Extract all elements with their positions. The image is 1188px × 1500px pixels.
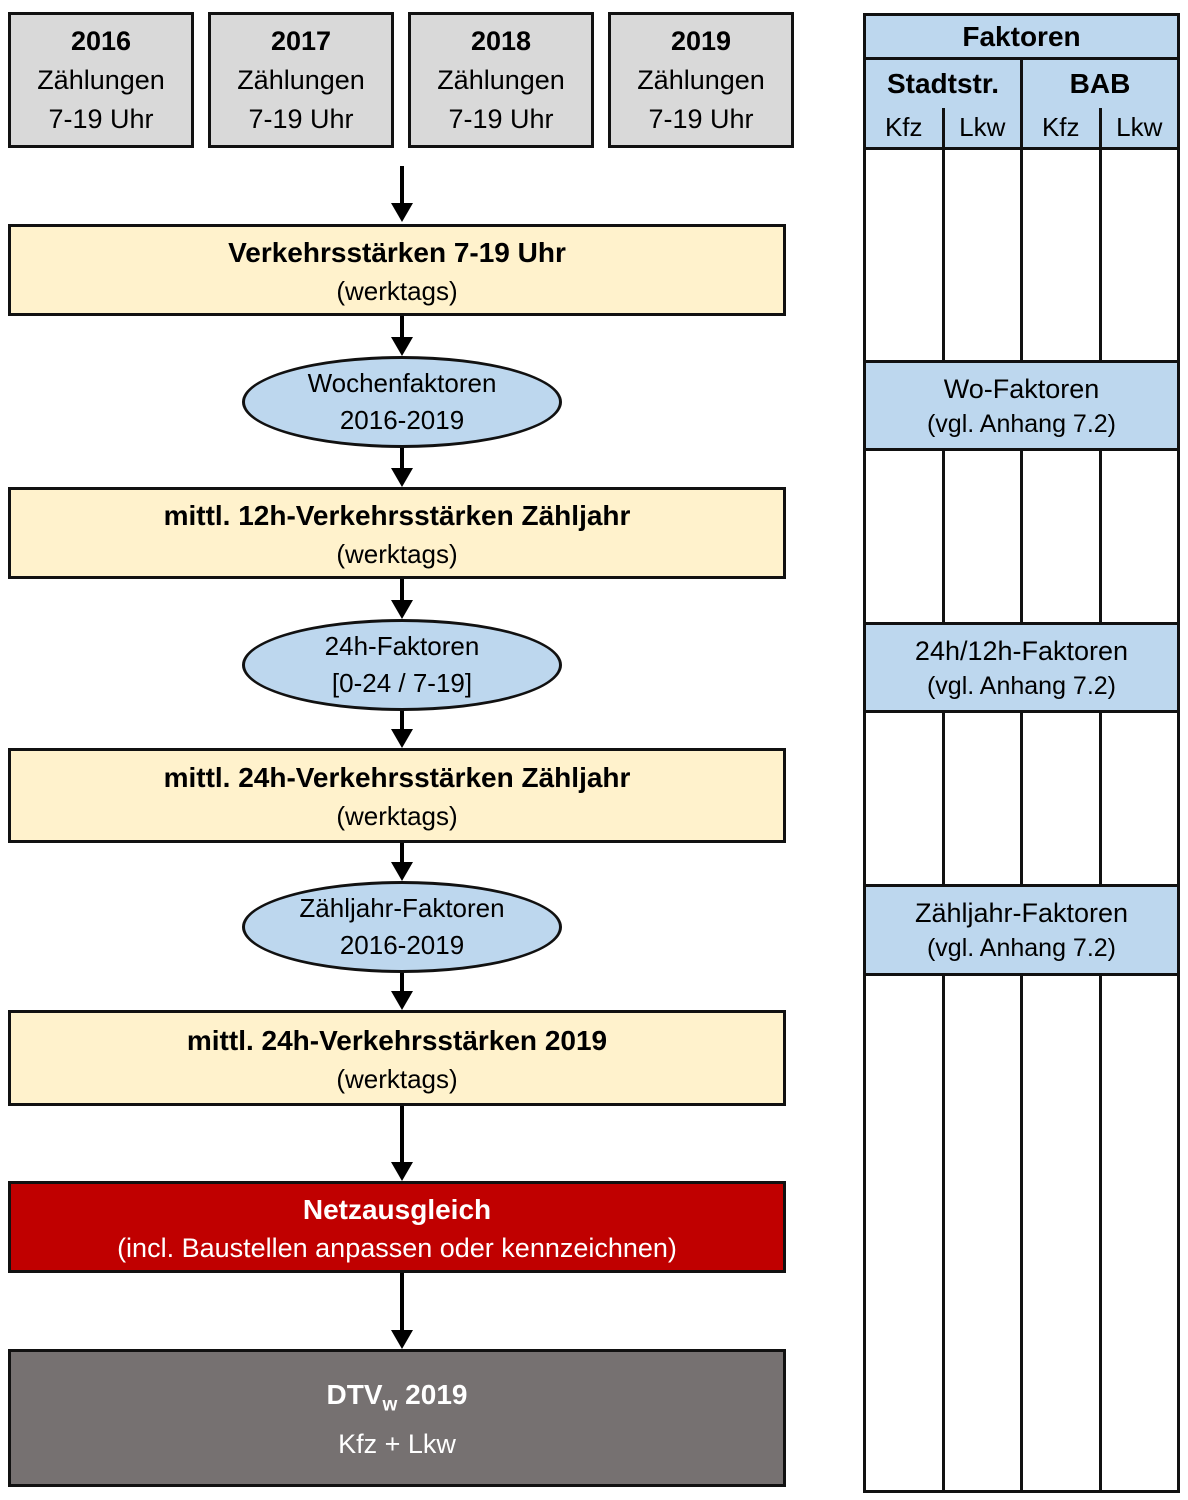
ellipse-line2: 2016-2019 [339,405,465,435]
down-arrow-icon [391,1273,413,1349]
table-group-header-row: Stadtstr. BAB [866,60,1177,108]
process-box-12h-verkehrsstaerken: mittl. 12h-Verkehrsstärken Zähljahr (wer… [8,487,786,579]
table-empty-cell [1102,713,1178,884]
adjust-title: Netzausgleich [302,1193,492,1225]
table-empty-cell [945,976,1023,1490]
process-box-24h-verkehrsstaerken-2019: mittl. 24h-Verkehrsstärken 2019 (werktag… [8,1010,786,1106]
group-header-bab: BAB [1069,68,1131,99]
table-empty-row [866,150,1177,360]
down-arrow-icon [391,843,413,881]
table-empty-cell [1023,150,1102,360]
table-empty-row [866,713,1177,884]
result-year: 2019 [405,1379,468,1411]
table-empty-cell [866,150,945,360]
down-arrow-icon [391,973,413,1010]
factor-ellipse-24h-faktoren: 24h-Faktoren [0-24 / 7-19] [242,619,562,711]
process-box-verkehrsstaerken-7-19: Verkehrsstärken 7-19 Uhr (werktags) [8,224,786,316]
process-subtitle: (werktags) [336,801,458,831]
table-empty-row [866,976,1177,1490]
source-line: Zählungen [237,64,365,95]
source-box-2016: 2016 Zählungen 7-19 Uhr [8,12,194,148]
source-line: 7-19 Uhr [648,103,754,134]
source-box-2017: 2017 Zählungen 7-19 Uhr [208,12,394,148]
factor-row-line1: 24h/12h-Faktoren [914,635,1129,666]
column-header-stadtstr-lkw: Lkw [945,108,1023,147]
source-box-2018: 2018 Zählungen 7-19 Uhr [408,12,594,148]
table-empty-cell [866,976,945,1490]
down-arrow-icon [391,578,413,619]
result-subtitle: Kfz + Lkw [338,1428,456,1459]
factor-row-line2: (vgl. Anhang 7.2) [926,671,1116,700]
source-year: 2016 [70,25,132,56]
table-empty-cell [1023,713,1102,884]
adjust-subtitle: (incl. Baustellen anpassen oder kennzeic… [117,1232,677,1263]
source-line: Zählungen [637,64,765,95]
table-empty-cell [1102,451,1178,622]
table-empty-cell [1102,976,1178,1490]
table-empty-cell [1102,150,1178,360]
down-arrow-icon [391,316,413,356]
process-title: mittl. 12h-Verkehrsstärken Zähljahr [163,499,631,531]
source-boxes-row: 2016 Zählungen 7-19 Uhr 2017 Zählungen 7… [8,12,794,148]
column-header-bab-lkw: Lkw [1116,112,1163,142]
ellipse-line1: Wochenfaktoren [307,368,497,398]
source-year: 2019 [670,25,732,56]
table-empty-cell [945,713,1023,884]
column-header-bab-kfz: Kfz [1023,108,1102,147]
factor-row-line1: Wo-Faktoren [943,373,1100,404]
factor-ellipse-wochenfaktoren: Wochenfaktoren 2016-2019 [242,356,562,448]
column-header-stadtstr-kfz: Kfz [866,108,945,147]
ellipse-line2: 2016-2019 [339,930,465,960]
factor-row-line1: Zähljahr-Faktoren [914,898,1129,928]
factor-ellipse-zaehljahr-faktoren: Zähljahr-Faktoren 2016-2019 [242,881,562,973]
result-subscript: w [382,1394,398,1416]
table-factor-row-wo-faktoren: Wo-Faktoren (vgl. Anhang 7.2) [866,360,1177,451]
table-empty-row [866,451,1177,622]
down-arrow-icon [391,708,413,748]
source-line: 7-19 Uhr [448,103,554,134]
group-header-stadtstr: Stadtstr. [866,60,1023,108]
adjust-box-netzausgleich: Netzausgleich (incl. Baustellen anpassen… [8,1181,786,1273]
source-year: 2017 [270,25,332,56]
table-title: Faktoren [866,16,1177,60]
result-title: DTVw 2019 [11,1374,783,1427]
factor-row-line2: (vgl. Anhang 7.2) [926,409,1116,438]
ellipse-line1: Zähljahr-Faktoren [299,893,505,923]
table-empty-cell [866,451,945,622]
ellipse-line2: [0-24 / 7-19] [331,668,473,698]
factors-table: Faktoren Stadtstr. BAB Kfz Lkw Kfz Lkw W… [863,13,1180,1493]
table-empty-cell [866,713,945,884]
process-subtitle: (werktags) [336,1063,458,1094]
process-title: mittl. 24h-Verkehrsstärken Zähljahr [163,762,631,793]
result-name: DTV [326,1379,383,1411]
source-line: Zählungen [437,64,565,95]
result-box-dtvw-2019: DTVw 2019 Kfz + Lkw [8,1349,786,1487]
source-line: 7-19 Uhr [48,103,154,134]
source-box-2019: 2019 Zählungen 7-19 Uhr [608,12,794,148]
source-year: 2018 [470,25,532,56]
down-arrow-icon [391,447,413,487]
process-subtitle: (werktags) [336,538,458,569]
process-title: Verkehrsstärken 7-19 Uhr [228,236,566,268]
factor-row-line2: (vgl. Anhang 7.2) [926,934,1116,962]
down-arrow-icon [391,1106,413,1181]
table-empty-cell [945,150,1023,360]
source-line: 7-19 Uhr [248,103,354,134]
table-column-header-row: Kfz Lkw Kfz Lkw [866,108,1177,150]
process-title: mittl. 24h-Verkehrsstärken 2019 [186,1024,608,1056]
process-subtitle: (werktags) [336,275,458,306]
process-box-24h-verkehrsstaerken: mittl. 24h-Verkehrsstärken Zähljahr (wer… [8,748,786,843]
table-empty-cell [945,451,1023,622]
ellipse-line1: 24h-Faktoren [324,631,480,661]
down-arrow-icon [391,166,413,222]
table-empty-cell [1023,451,1102,622]
table-empty-cell [1023,976,1102,1490]
table-factor-row-zaehljahr-faktoren: Zähljahr-Faktoren (vgl. Anhang 7.2) [866,884,1177,976]
table-factor-row-24h-12h-faktoren: 24h/12h-Faktoren (vgl. Anhang 7.2) [866,622,1177,713]
source-line: Zählungen [37,64,165,95]
